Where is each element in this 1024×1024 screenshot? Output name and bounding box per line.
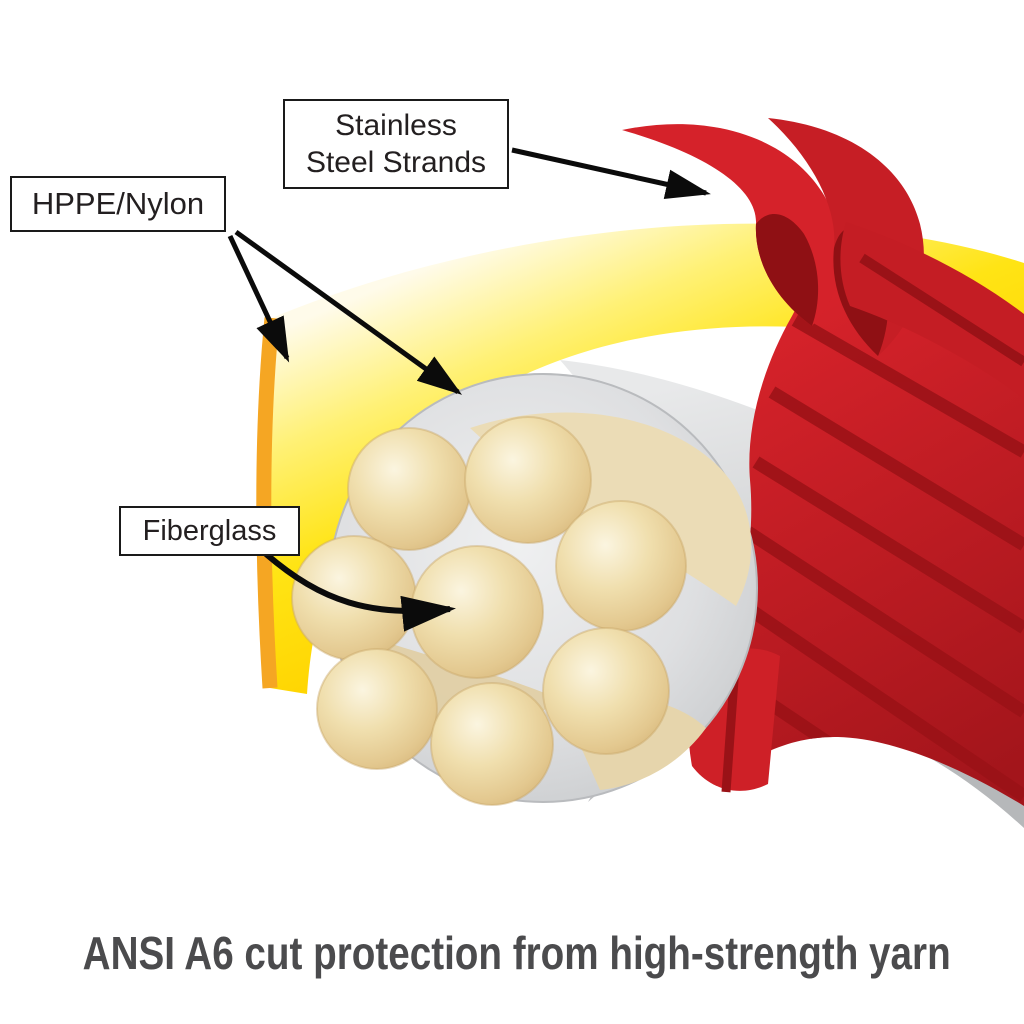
callout-stainless-line1: Stainless [335, 109, 457, 142]
arrow-fiberglass [264, 551, 456, 632]
fiberglass-bundle [291, 416, 687, 806]
fiber-circle [316, 648, 438, 770]
callout-stainless-line2: Steel Strands [305, 146, 487, 179]
fiber-circle [542, 627, 670, 755]
sheath-cut-edge [256, 317, 280, 689]
arrow-hppe-to-sheath [227, 234, 290, 363]
caption-text: ANSI A6 cut protection from high-strengt… [82, 927, 951, 979]
ribbon-band-right [840, 222, 1024, 398]
caption: ANSI A6 cut protection from high-strengt… [0, 926, 1024, 980]
fiber-circle [464, 416, 592, 544]
callout-fiberglass: Fiberglass [119, 506, 300, 556]
arrow-stainless-steel [511, 147, 711, 199]
outer-sheath-shape [256, 223, 1024, 694]
callout-arrows [227, 147, 711, 632]
fiber-circle [347, 427, 471, 551]
fiber-circle [555, 500, 687, 632]
arrow-hppe-to-core [234, 229, 463, 395]
fiber-circle [291, 535, 417, 661]
cut-face [291, 373, 758, 806]
callout-hppe-nylon: HPPE/Nylon [10, 176, 226, 232]
callout-stainless-steel: Stainless Steel Strands [283, 99, 509, 189]
callout-fiberglass-label: Fiberglass [142, 514, 277, 547]
callout-hppe-label: HPPE/Nylon [31, 186, 205, 221]
fiber-circle [430, 682, 554, 806]
